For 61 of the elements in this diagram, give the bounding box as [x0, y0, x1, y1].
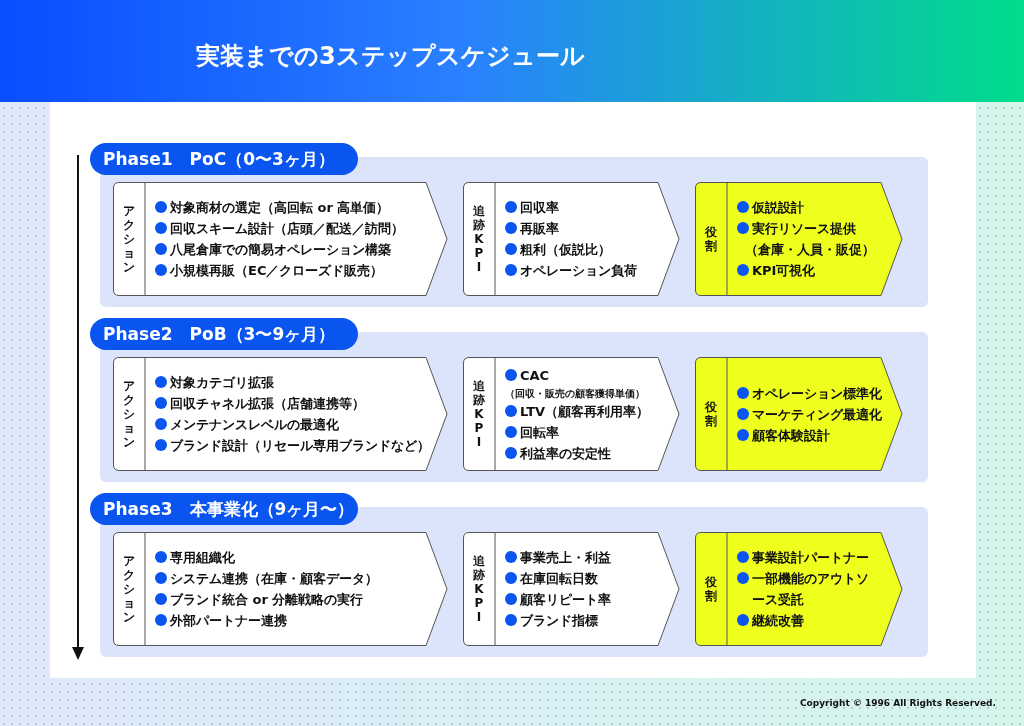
side-label: 追跡KPI [472, 554, 486, 624]
bullet-item: オペレーション負荷 [505, 260, 637, 281]
side-label: 追跡KPI [472, 379, 486, 449]
chevron-box [463, 182, 680, 296]
bullet-item: 継続改善 [737, 610, 876, 631]
bullet-item: 対象カテゴリ拡張 [155, 372, 430, 393]
side-label: 役割 [704, 575, 718, 603]
bullet-item: ブランド設計（リセール専用ブランドなど） [155, 435, 430, 456]
bullet-item: CAC [505, 364, 650, 386]
phase-band [90, 143, 928, 307]
bullet-item: LTV（顧客再利用率） [505, 400, 650, 422]
bullet-item: 回転率 [505, 421, 650, 443]
phase-heading: Phase1 PoC（0〜3ヶ月） [90, 143, 358, 175]
side-label: アクション [122, 554, 136, 624]
bullet-item: マーケティング最適化 [737, 403, 882, 425]
bullet-item: 顧客リピート率 [505, 589, 611, 610]
bullet-item: オペレーション標準化 [737, 382, 882, 404]
side-label: アクション [122, 379, 136, 449]
chevron-box [113, 357, 448, 471]
side-label: 役割 [704, 400, 718, 428]
bullet-item: 在庫回転日数 [505, 568, 611, 589]
bullet-item: 実行リソース提供 [737, 218, 875, 239]
bullet-item: 回収率 [505, 197, 637, 218]
chevron-box [113, 532, 448, 646]
bullet-item: 事業設計パートナー [737, 547, 876, 568]
phase-band [90, 493, 928, 657]
note-text: （回収・販売の顧客獲得単価） [505, 386, 646, 401]
chevron-box [463, 357, 680, 471]
bullet-item: メンテナンスレベルの最適化 [155, 414, 430, 435]
bullet-item: 一部機能のアウトソース受託 [737, 568, 876, 610]
page-title: 実装までの3ステップスケジュール [196, 41, 585, 72]
phase-band [90, 318, 928, 482]
note-text: （倉庫・人員・販促） [744, 241, 875, 259]
chevron-box [695, 357, 903, 471]
bullet-item: 再販率 [505, 218, 637, 239]
bullet-item: 外部パートナー連携 [155, 610, 378, 631]
chevron-box [113, 182, 448, 296]
side-label: 追跡KPI [472, 204, 486, 274]
bullet-item: ブランド統合 or 分離戦略の実行 [155, 589, 378, 610]
phase-heading: Phase3 本事業化（9ヶ月〜） [90, 493, 358, 525]
bullet-item: ブランド指標 [505, 610, 611, 631]
bullet-item: 顧客体験設計 [737, 424, 882, 446]
side-label: 役割 [704, 225, 718, 253]
bullet-item: 粗利（仮説比） [505, 239, 637, 260]
bullet-item: 小規模再販（EC／クローズド販売） [155, 260, 404, 281]
bullet-item: 仮説設計 [737, 197, 875, 218]
bullet-item: 回収スキーム設計（店頭／配送／訪問） [155, 218, 404, 239]
chevron-box [695, 532, 903, 646]
bullet-item: 対象商材の選定（高回転 or 高単価） [155, 197, 404, 218]
phase-heading: Phase2 PoB（3〜9ヶ月） [90, 318, 358, 350]
bullet-item: システム連携（在庫・顧客データ） [155, 568, 378, 589]
bullet-item: 専用組織化 [155, 547, 378, 568]
bullet-item: 利益率の安定性 [505, 442, 650, 464]
bullet-item: 回収チャネル拡張（店舗連携等） [155, 393, 430, 414]
bullet-item: KPI可視化 [737, 260, 875, 281]
bullet-item: 八尾倉庫での簡易オペレーション構築 [155, 239, 404, 260]
chevron-box [695, 182, 903, 296]
chevron-box [463, 532, 680, 646]
copyright-text: Copyright © 1996 All Rights Reserved. [800, 698, 996, 708]
side-label: アクション [122, 204, 136, 274]
bullet-item: 事業売上・利益 [505, 547, 611, 568]
